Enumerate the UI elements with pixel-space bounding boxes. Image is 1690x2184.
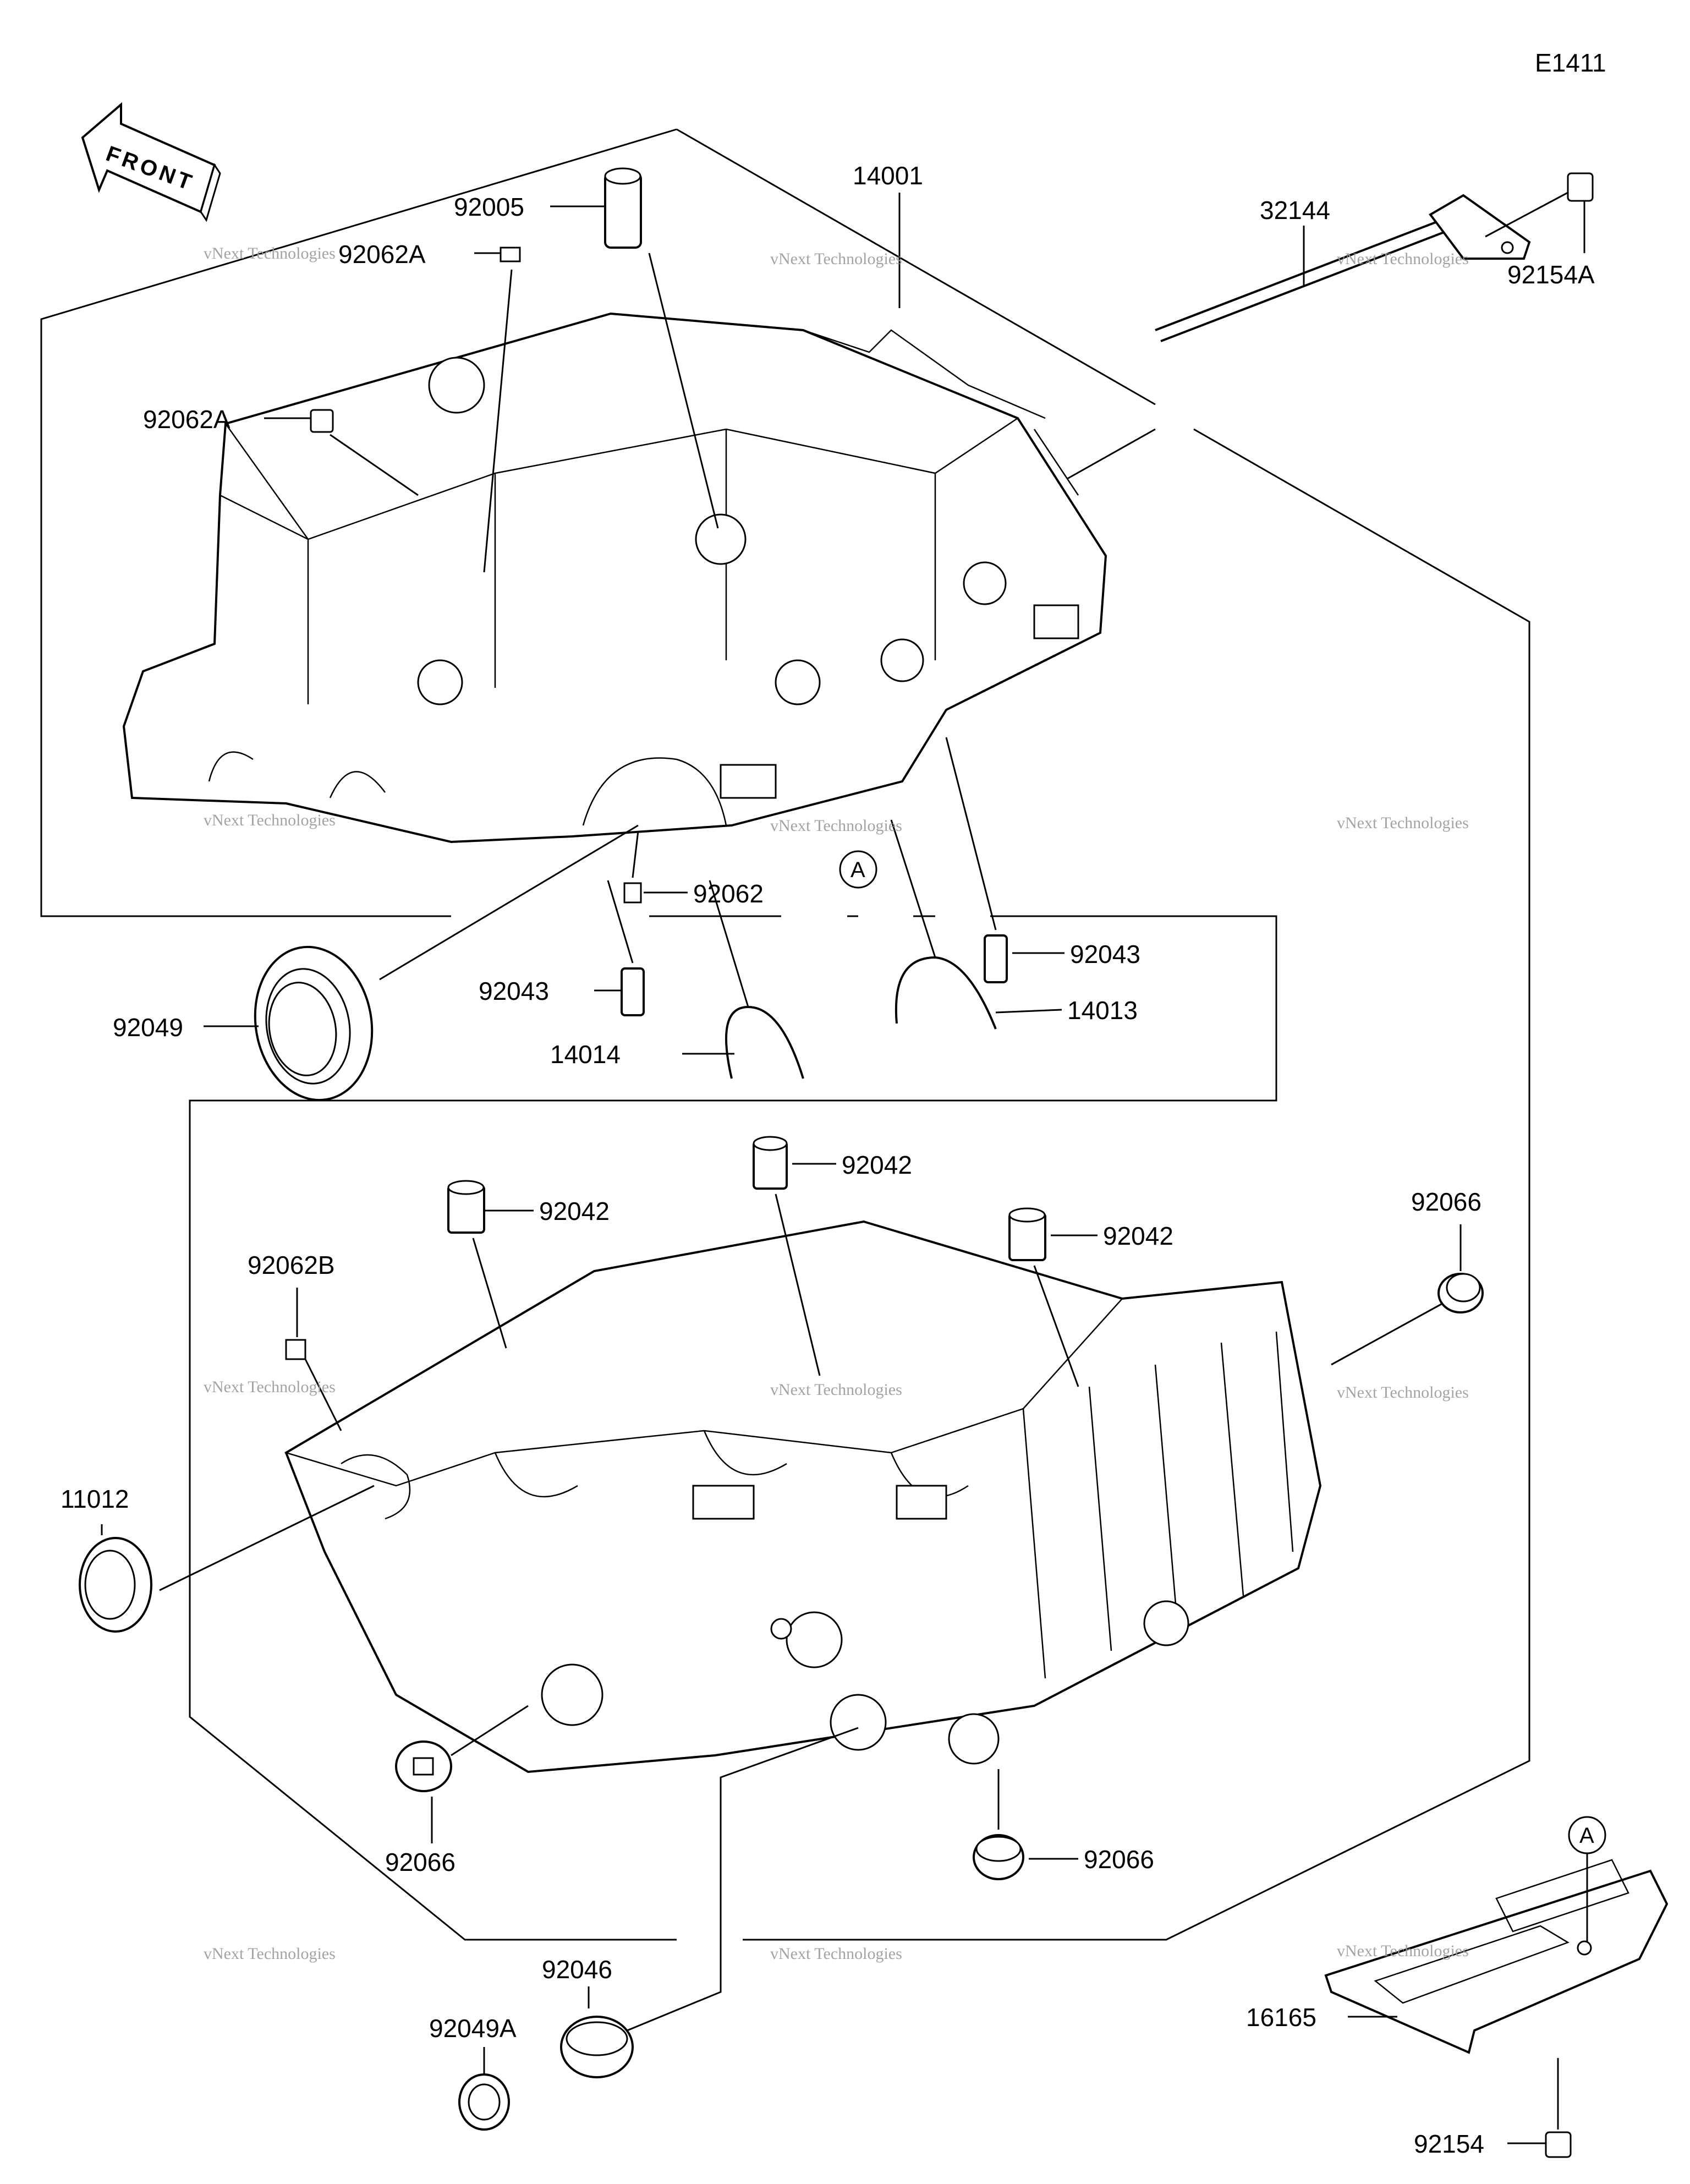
part-92043-left: 92043 <box>479 880 645 1016</box>
part-92042-left: 92042 <box>447 1180 610 1349</box>
upper-case-boundary <box>40 128 677 917</box>
label-92043-1: 92043 <box>479 977 549 1005</box>
label-92062A-1: 92062A <box>338 240 426 269</box>
part-14013: 14013 <box>890 819 1138 1030</box>
watermark-text: vNext Technologies <box>770 817 902 835</box>
label-14001: 14001 <box>853 161 923 190</box>
front-arrow-icon: FRONT <box>81 102 221 222</box>
watermark-text: vNext Technologies <box>1337 814 1469 832</box>
part-92049A: 92049A <box>429 2014 517 2131</box>
part-92005: 92005 <box>454 167 719 529</box>
part-14001: 14001 <box>853 161 923 308</box>
label-92066-1: 92066 <box>1411 1187 1482 1216</box>
watermark-text: vNext Technologies <box>770 1945 902 1963</box>
label-92042-3: 92042 <box>1103 1222 1173 1250</box>
label-92043-2: 92043 <box>1070 940 1140 968</box>
watermark-text: vNext Technologies <box>204 811 336 829</box>
label-92066-2: 92066 <box>385 1848 456 1876</box>
part-16165: 16165 <box>1246 1859 1669 2054</box>
label-92046: 92046 <box>542 1955 612 1984</box>
part-11012: 11012 <box>61 1485 375 1633</box>
part-32144: 32144 <box>1067 194 1531 480</box>
part-92062: 92062 <box>623 830 764 908</box>
label-92062A-2: 92062A <box>143 405 231 434</box>
label-92049: 92049 <box>113 1013 183 1042</box>
ref-mark-a-upper: A <box>839 850 877 889</box>
label-92154A: 92154A <box>1507 260 1595 289</box>
watermark-text: vNext Technologies <box>770 1381 902 1399</box>
part-92049: 92049 <box>113 824 639 1102</box>
watermark-text: vNext Technologies <box>204 244 336 262</box>
lower-case-boundary <box>743 428 1530 1941</box>
part-92066-right: 92066 <box>1331 1187 1484 1366</box>
part-92062A-left: 92062A <box>143 405 419 496</box>
part-92046: 92046 <box>542 1727 859 2078</box>
ref-mark-a-lower: A <box>1568 1816 1606 1942</box>
part-92154: 92154 <box>1414 2058 1572 2158</box>
label-92049A: 92049A <box>429 2014 517 2043</box>
watermark-text: vNext Technologies <box>204 1378 336 1396</box>
lower-crankcase <box>284 1220 1322 1774</box>
watermark-group: vNext Technologies vNext Technologies vN… <box>204 244 1469 1963</box>
part-14014: 14014 <box>550 880 804 1079</box>
label-32144: 32144 <box>1260 196 1330 225</box>
upper-crankcase <box>122 312 1107 844</box>
part-92062B: 92062B <box>248 1251 342 1431</box>
label-92066-3: 92066 <box>1084 1845 1154 1874</box>
label-14014: 14014 <box>550 1040 621 1069</box>
label-16165: 16165 <box>1246 2003 1316 2032</box>
watermark-text: vNext Technologies <box>204 1945 336 1963</box>
watermark-text: vNext Technologies <box>1337 1383 1469 1402</box>
part-92042-right: 92042 <box>1008 1207 1173 1387</box>
part-92062A-top: 92062A <box>338 240 521 573</box>
part-92066-left: 92066 <box>385 1705 529 1876</box>
part-92154A: 92154A <box>1485 172 1595 289</box>
part-92066-bottom: 92066 <box>973 1769 1154 1880</box>
label-92042-2: 92042 <box>842 1151 912 1179</box>
watermark-text: vNext Technologies <box>1337 1942 1469 1960</box>
label-92005: 92005 <box>454 193 524 221</box>
label-14013: 14013 <box>1067 996 1138 1025</box>
label-92042-1: 92042 <box>539 1197 610 1225</box>
label-92154: 92154 <box>1414 2130 1484 2158</box>
svg-text:A: A <box>851 858 865 882</box>
part-92043-right: 92043 <box>945 737 1140 983</box>
watermark-text: vNext Technologies <box>770 250 902 268</box>
label-92062B: 92062B <box>248 1251 335 1279</box>
part-92042-middle: 92042 <box>753 1136 912 1376</box>
diagram-code: E1411 <box>1535 48 1606 77</box>
watermark-text: vNext Technologies <box>1337 250 1469 268</box>
svg-text:A: A <box>1579 1824 1594 1848</box>
label-92062: 92062 <box>693 879 764 908</box>
label-11012: 11012 <box>61 1485 129 1513</box>
